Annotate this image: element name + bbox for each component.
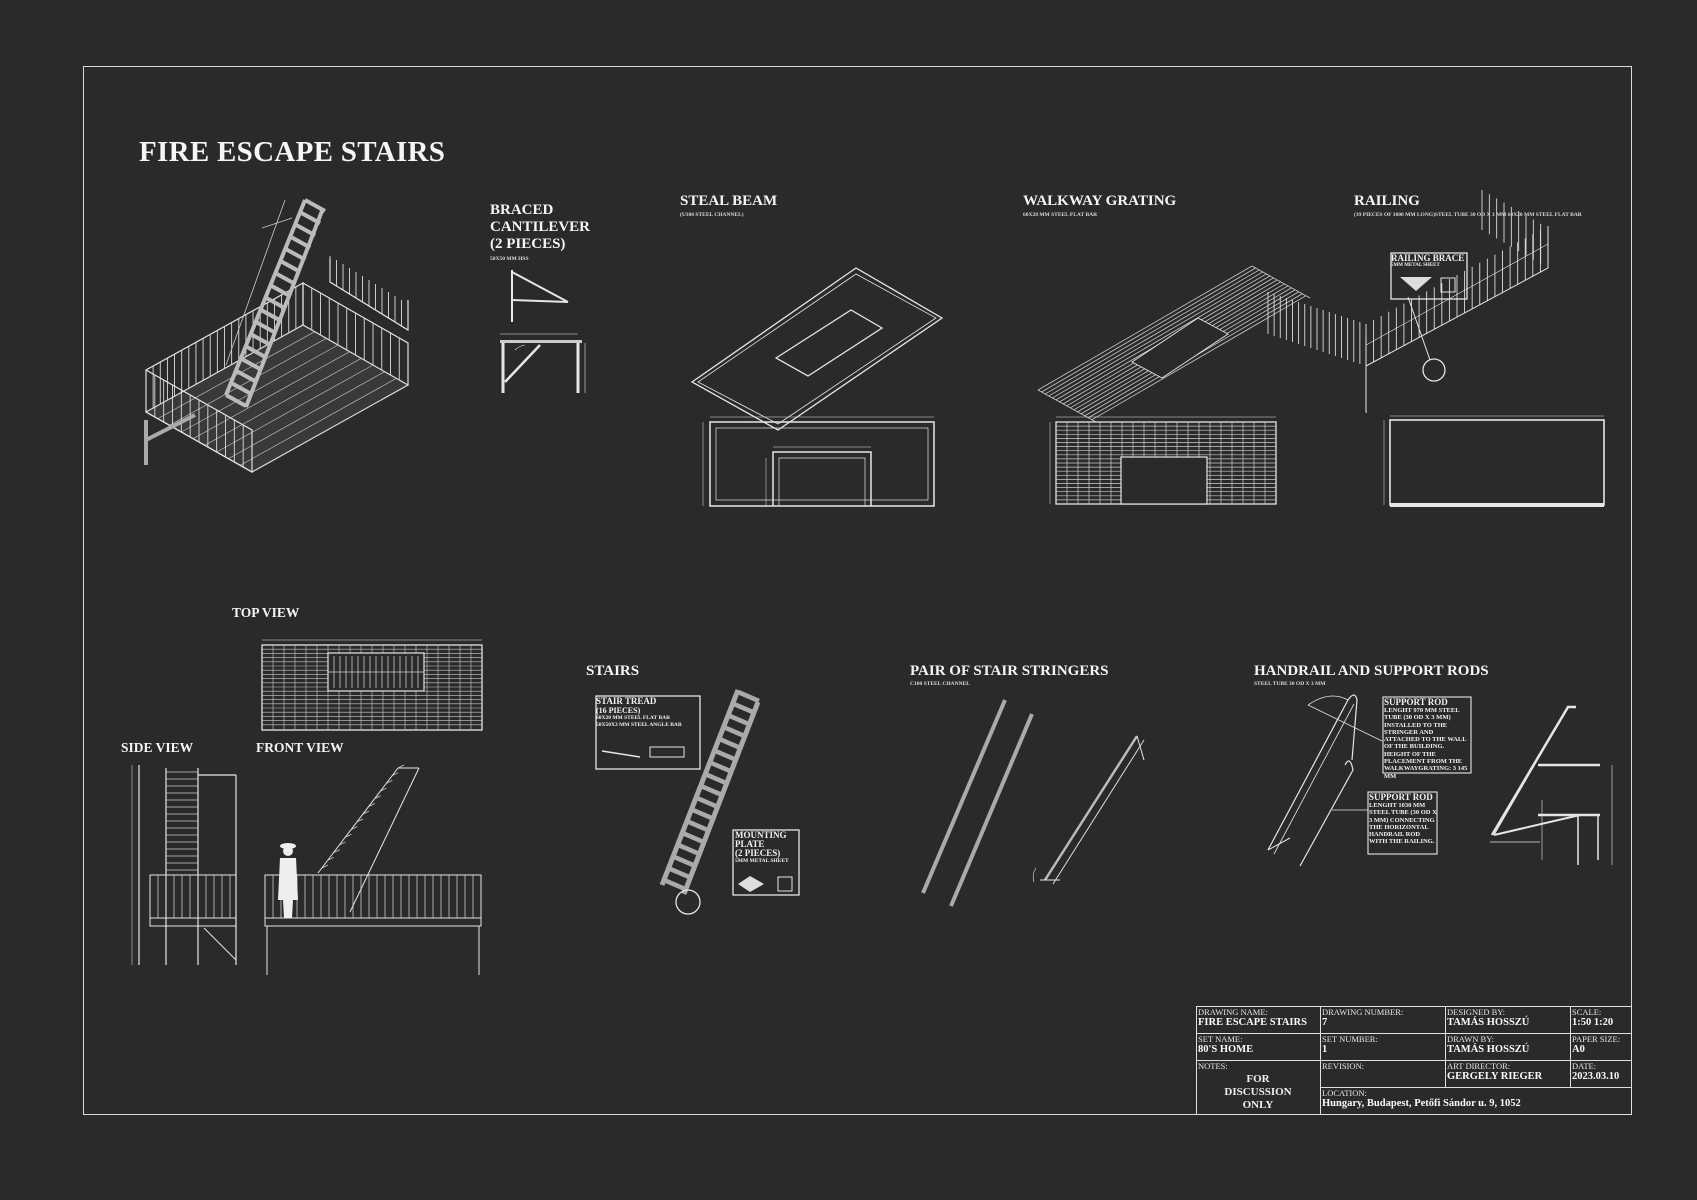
tb-value: 2023.03.10 <box>1572 1071 1620 1082</box>
tb-set-number: SET NUMBER: 1 <box>1321 1034 1446 1061</box>
tb-value: 7 <box>1322 1017 1328 1028</box>
sheet-title: FIRE ESCAPE STAIRS <box>139 136 446 168</box>
tb-label: SCALE: <box>1572 1007 1602 1017</box>
tb-value: 80'S HOME <box>1198 1044 1254 1055</box>
tb-paper-size: PAPER SIZE: A0 <box>1571 1034 1631 1061</box>
walkway-grating-title: WALKWAY GRATING <box>1023 193 1177 209</box>
tb-notes-value: FOR DISCUSSION ONLY <box>1224 1073 1292 1111</box>
tb-label: DRAWN BY: <box>1447 1034 1494 1044</box>
tb-value: A0 <box>1572 1044 1585 1055</box>
stair-tread-callout-line: 60X20 MM STEEL FLAT BAR <box>596 715 671 721</box>
stringers-title: PAIR OF STAIR STRINGERS <box>910 663 1109 679</box>
mounting-plate-callout: MOUNTING PLATE (2 PIECES) 5MM METAL SHEE… <box>735 831 799 865</box>
tb-label: SET NAME: <box>1198 1034 1243 1044</box>
braced-cantilever-title: BRACED CANTILEVER (2 PIECES) <box>490 202 590 253</box>
tb-label: DATE: <box>1572 1061 1597 1071</box>
stair-tread-callout-title: STAIR TREAD <box>596 696 657 706</box>
tb-drawing-name: DRAWING NAME: FIRE ESCAPE STAIRS <box>1197 1007 1321 1034</box>
tb-location: LOCATION: Hungary, Budapest, Petőfi Sánd… <box>1321 1088 1631 1114</box>
mounting-plate-callout-title: (2 PIECES) <box>735 848 781 858</box>
walkway-grating-drawing <box>1037 265 1311 505</box>
tb-value: 1:50 1:20 <box>1572 1017 1614 1028</box>
tb-label: NOTES: <box>1198 1061 1228 1071</box>
tb-label: REVISION: <box>1322 1061 1365 1071</box>
stairs-drawing <box>595 689 800 915</box>
support-rod-1-text: LENGHT 970 MM STEEL TUBE (30 OD X 3 MM) … <box>1384 707 1468 780</box>
support-rod-2-callout: SUPPORT ROD LENGHT 1030 MM STEEL TUBE (3… <box>1369 793 1437 846</box>
tb-value: Hungary, Budapest, Petőfi Sándor u. 9, 1… <box>1322 1098 1521 1109</box>
railing-spec: (39 PIECES OF 1000 MM LONG)STEEL TUBE 30… <box>1354 212 1582 218</box>
braced-cantilever-spec: 50X50 MM HSS <box>490 256 529 262</box>
tb-label: LOCATION: <box>1322 1088 1367 1098</box>
tb-label: PAPER SIZE: <box>1572 1034 1621 1044</box>
handrail-title: HANDRAIL AND SUPPORT RODS <box>1254 663 1489 679</box>
tb-revision: REVISION: <box>1321 1061 1446 1088</box>
tb-art-director: ART DIRECTOR: GERGELY RIEGER <box>1446 1061 1571 1088</box>
tb-value: 1 <box>1322 1044 1328 1055</box>
handrail-spec: STEEL TUBE 30 OD X 3 MM <box>1254 681 1326 687</box>
mounting-plate-callout-spec: 5MM METAL SHEET <box>735 858 789 864</box>
title-block: DRAWING NAME: FIRE ESCAPE STAIRS DRAWING… <box>1196 1006 1632 1115</box>
braced-cantilever-title-line: BRACED <box>490 202 554 218</box>
braced-cantilever-title-line: (2 PIECES) <box>490 236 566 252</box>
front-view-title: FRONT VIEW <box>256 740 344 755</box>
side-view-title: SIDE VIEW <box>121 740 194 755</box>
tb-value: GERGELY RIEGER <box>1447 1071 1543 1082</box>
tb-label: ART DIRECTOR: <box>1447 1061 1511 1071</box>
support-rod-1-title: SUPPORT ROD <box>1384 697 1448 707</box>
tb-set-name: SET NAME: 80'S HOME <box>1197 1034 1321 1061</box>
steal-beam-title: STEAL BEAM <box>680 193 778 209</box>
stair-tread-callout-line: (16 PIECES) <box>596 706 641 715</box>
braced-cantilever-drawing <box>500 270 586 393</box>
stringers-drawing <box>921 699 1145 907</box>
steal-beam-spec: (U100 STEEL CHANNEL) <box>680 212 744 218</box>
tb-value: FIRE ESCAPE STAIRS <box>1198 1017 1307 1028</box>
railing-brace-callout: RAILING BRACE 5MM METAL SHEET <box>1391 254 1467 269</box>
stringers-spec: C100 STEEL CHANNEL <box>910 681 970 687</box>
mounting-plate-callout-title: MOUNTING <box>735 830 787 840</box>
stair-tread-callout: STAIR TREAD (16 PIECES) 60X20 MM STEEL F… <box>596 697 700 728</box>
support-rod-2-text: LENGHT 1030 MM STEEL TUBE (30 OD X 3 MM)… <box>1369 802 1437 846</box>
tb-notes: NOTES: FOR DISCUSSION ONLY <box>1197 1061 1321 1114</box>
tb-value: TAMÁS HOSSZÚ <box>1447 1044 1530 1055</box>
walkway-grating-spec: 60X20 MM STEEL FLAT BAR <box>1023 212 1098 218</box>
steal-beam-drawing <box>690 267 944 507</box>
tb-label: DESIGNED BY: <box>1447 1007 1506 1017</box>
stair-tread-callout-line: 50X50X3 MM STEEL ANGLE BAR <box>596 721 682 728</box>
stairs-title: STAIRS <box>586 663 640 679</box>
railing-brace-callout-title: RAILING BRACE <box>1391 253 1465 263</box>
person-silhouette <box>278 843 298 918</box>
railing-title: RAILING <box>1354 193 1420 209</box>
tb-label: DRAWING NAME: <box>1198 1007 1268 1017</box>
tb-date: DATE: 2023.03.10 <box>1571 1061 1631 1088</box>
tb-designed-by: DESIGNED BY: TAMÁS HOSSZÚ <box>1446 1007 1571 1034</box>
tb-drawn-by: DRAWN BY: TAMÁS HOSSZÚ <box>1446 1034 1571 1061</box>
braced-cantilever-title-line: CANTILEVER <box>490 219 591 235</box>
top-view-drawing <box>261 639 483 731</box>
side-view-drawing <box>131 765 237 965</box>
railing-brace-callout-spec: 5MM METAL SHEET <box>1391 263 1440 268</box>
tb-label: DRAWING NUMBER: <box>1322 1007 1404 1017</box>
tb-drawing-number: DRAWING NUMBER: 7 <box>1321 1007 1446 1034</box>
sheet-border <box>83 66 1632 1115</box>
tb-label: SET NUMBER: <box>1322 1034 1378 1044</box>
front-view-drawing <box>264 764 482 975</box>
mounting-plate-callout-title: PLATE <box>735 839 765 849</box>
handrail-drawing <box>1267 694 1613 867</box>
iso-assembly-drawing <box>144 198 410 474</box>
railing-drawing <box>1267 190 1605 507</box>
tb-value: TAMÁS HOSSZÚ <box>1447 1017 1530 1028</box>
support-rod-2-title: SUPPORT ROD <box>1369 792 1433 802</box>
tb-scale: SCALE: 1:50 1:20 <box>1571 1007 1631 1034</box>
support-rod-1-callout: SUPPORT ROD LENGHT 970 MM STEEL TUBE (30… <box>1384 698 1470 780</box>
top-view-title: TOP VIEW <box>232 605 300 620</box>
